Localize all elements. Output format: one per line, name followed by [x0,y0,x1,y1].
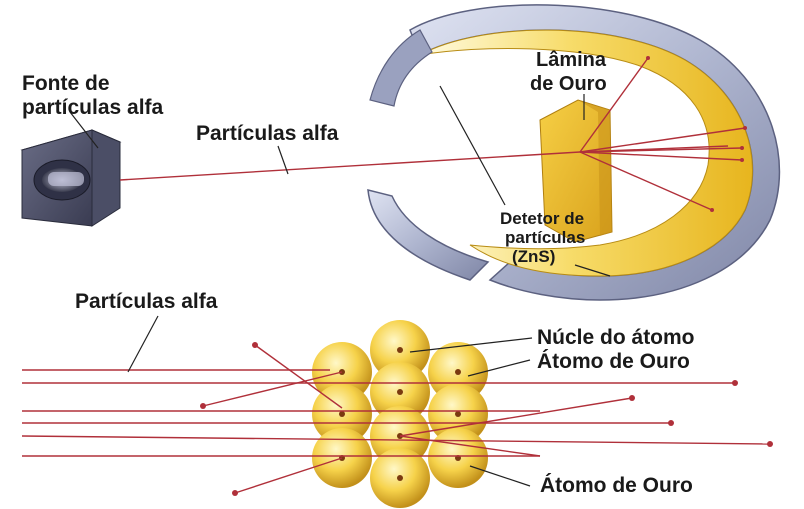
label-foil-line2: de Ouro [530,73,607,95]
label-nucleus: Núcle do átomo [537,326,695,349]
alpha-source-box [20,129,122,227]
label-source-line1: Fonte de [22,72,110,95]
label-atom-bottom: Átomo de Ouro [540,474,693,497]
label-foil-line1: Lâmina [536,49,607,71]
particle-points [200,342,773,496]
lower-leader-lines [127,315,533,487]
particle-tracks [21,344,771,494]
label-detector-line2: partículas [505,228,585,247]
label-detector-line3: (ZnS) [512,247,555,266]
upper-leader-lines [69,85,611,277]
detector-ring [367,4,781,301]
label-atom-upper: Átomo de Ouro [537,350,690,373]
alpha-beam-paths [119,57,746,211]
label-beam: Partículas alfa [196,122,339,145]
scatter-points [646,56,747,212]
label-source-line2: partículas alfa [22,96,164,119]
label-detector-line1: Detetor de [500,209,584,228]
label-beam-bottom: Partículas alfa [75,290,218,313]
gold-foil [539,99,613,243]
